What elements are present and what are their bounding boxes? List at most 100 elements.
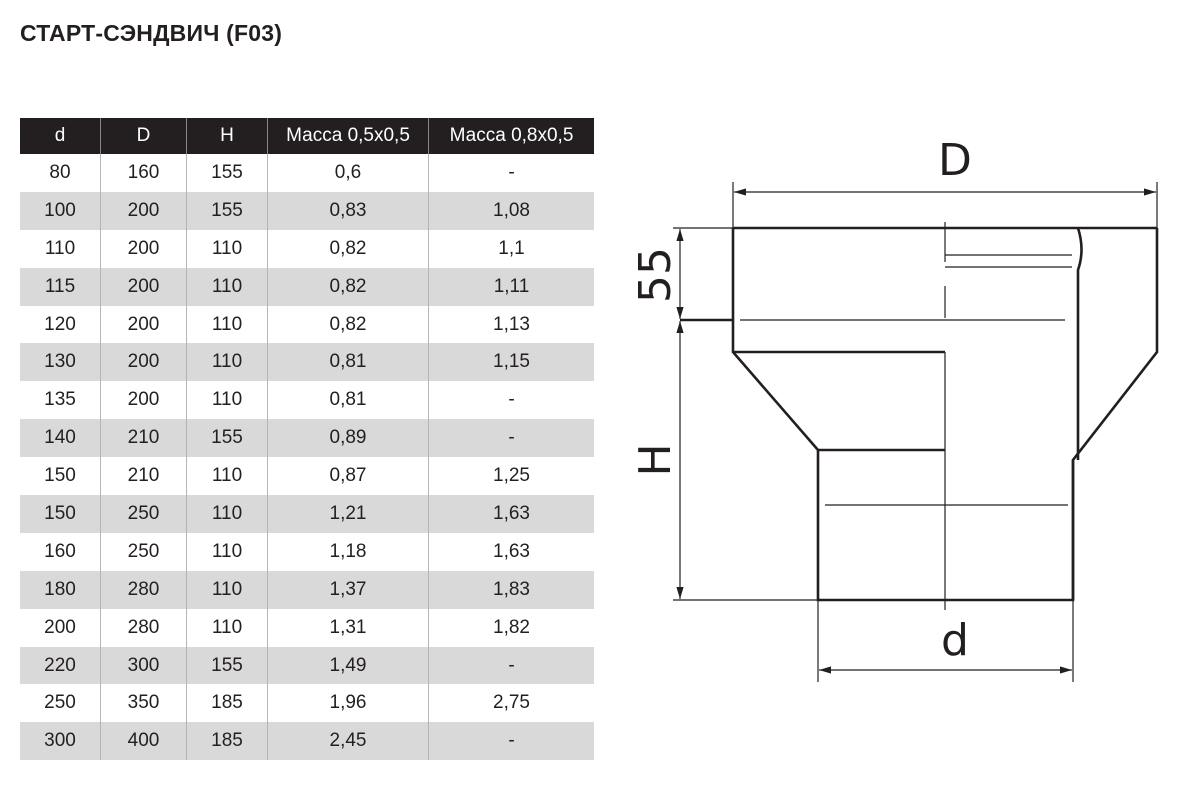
- header-d: d: [20, 118, 101, 154]
- header-mass-08: Масса 0,8х0,5: [428, 118, 594, 154]
- label-d: d: [941, 615, 969, 666]
- table-cell: 210: [100, 457, 187, 496]
- table-cell: 1,1: [428, 229, 594, 268]
- table-cell: 180: [20, 570, 101, 609]
- table-cell: 1,21: [267, 495, 429, 533]
- table-cell: 0,82: [267, 267, 429, 306]
- table-cell: 0,82: [267, 305, 429, 344]
- table-cell: 155: [186, 646, 268, 685]
- table-cell: 210: [100, 419, 187, 458]
- table-cell: 135: [44, 389, 76, 411]
- page-title: СТАРТ-СЭНДВИЧ (F03): [20, 20, 283, 46]
- table-cell: 110: [186, 267, 268, 306]
- table-cell: 1,83: [428, 570, 594, 609]
- table-cell: 200: [44, 616, 76, 638]
- table-cell: 110: [186, 343, 268, 382]
- label-55: 55: [630, 247, 681, 303]
- table-cell: 1,37: [267, 570, 429, 609]
- table-cell: 110: [186, 457, 268, 496]
- table-cell: 115: [20, 267, 101, 306]
- header-D: D: [100, 118, 187, 154]
- table-cell: -: [428, 419, 594, 458]
- table-cell: 160: [44, 540, 76, 562]
- table-cell: 280: [100, 608, 187, 647]
- table-cell: 2,45: [267, 722, 429, 761]
- table-cell: 200: [100, 267, 187, 306]
- table-cell: 140: [20, 419, 101, 458]
- table-cell: 0,83: [267, 191, 429, 230]
- table-cell: 185: [186, 722, 268, 761]
- table-cell: 80: [49, 161, 71, 183]
- table-cell: 0,82: [267, 229, 429, 268]
- table-cell: 1,13: [428, 305, 594, 344]
- table-cell: 2,75: [428, 684, 594, 723]
- table-cell: 185: [186, 684, 268, 723]
- table-cell: 100: [20, 191, 101, 230]
- part-outline: [680, 226, 1159, 602]
- header-mass-05: Масса 0,5х0,5: [267, 118, 429, 154]
- table-cell: 300: [100, 646, 187, 685]
- table-header-row: d D H Масса 0,5х0,5 Масса 0,8х0,5: [20, 118, 594, 154]
- table-cell: 110: [186, 229, 268, 268]
- dimension-lines: [673, 182, 1158, 682]
- table-cell: -: [428, 381, 594, 420]
- table-cell: 0,81: [267, 381, 429, 420]
- table-cell: 200: [100, 191, 187, 230]
- table-cell: 130: [20, 343, 101, 382]
- table-cell: 1,08: [428, 191, 594, 230]
- table-cell: 155: [186, 154, 268, 192]
- header-H: H: [186, 118, 268, 154]
- table-cell: 0,81: [267, 343, 429, 382]
- table-cell: 110: [186, 495, 268, 533]
- table-cell: 155: [186, 191, 268, 230]
- table-cell: 150: [20, 495, 101, 533]
- table-cell: 120: [44, 313, 76, 335]
- table-cell: 110: [186, 532, 268, 571]
- table-cell: 1,18: [267, 532, 429, 571]
- label-D: D: [938, 135, 972, 186]
- table-cell: 200: [100, 343, 187, 382]
- table-cell: 1,63: [428, 495, 594, 533]
- table-cell: 155: [186, 419, 268, 458]
- table-cell: 1,31: [267, 608, 429, 647]
- table-cell: 200: [100, 381, 187, 420]
- table-cell: 1,11: [428, 267, 594, 306]
- table-cell: 350: [100, 684, 187, 723]
- table-cell: 160: [100, 154, 187, 192]
- table-cell: 110: [186, 305, 268, 344]
- table-cell: 110: [44, 237, 76, 259]
- table-cell: 110: [186, 608, 268, 647]
- table-cell: 0,87: [267, 457, 429, 496]
- table-cell: -: [428, 722, 594, 761]
- table-cell: 1,49: [267, 646, 429, 685]
- table-cell: 1,96: [267, 684, 429, 723]
- table-cell: 110: [186, 570, 268, 609]
- table-cell: 250: [100, 532, 187, 571]
- table-cell: 250: [100, 495, 187, 533]
- label-H: H: [630, 443, 681, 476]
- table-cell: 0,6: [267, 154, 429, 192]
- table-cell: 1,25: [428, 457, 594, 496]
- table-cell: 110: [186, 381, 268, 420]
- table-cell: 1,63: [428, 532, 594, 571]
- table-cell: -: [428, 154, 594, 192]
- table-cell: 400: [100, 722, 187, 761]
- table-cell: 1,15: [428, 343, 594, 382]
- table-cell: 280: [100, 570, 187, 609]
